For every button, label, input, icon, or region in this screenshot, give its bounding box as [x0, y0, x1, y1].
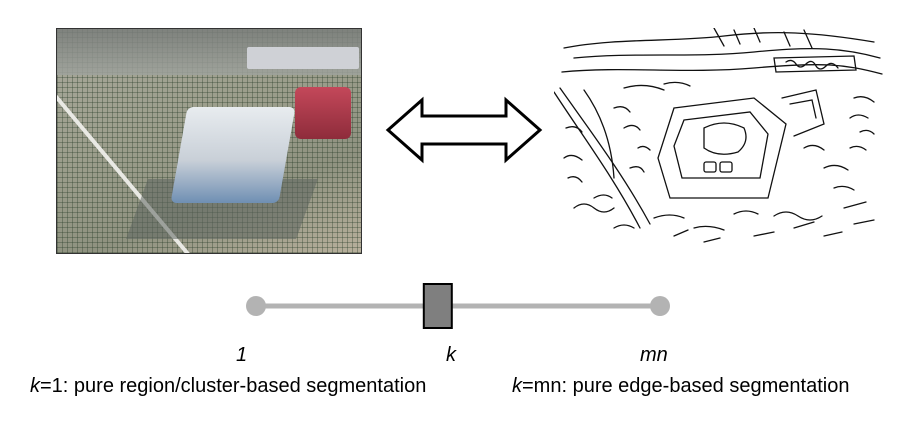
- tick-label-mn: mn: [640, 344, 668, 366]
- white-race-car: [170, 107, 296, 203]
- caption-left-text: =1: pure region/cluster-based segmentati…: [40, 375, 427, 397]
- slider-handle[interactable]: [422, 283, 453, 329]
- caption-right-var: k: [512, 375, 522, 397]
- caption-right-text: =mn: pure edge-based segmentation: [522, 375, 850, 397]
- segmentation-slider[interactable]: [240, 282, 680, 332]
- caption-left-var: k: [30, 375, 40, 397]
- tick-label-one: 1: [236, 344, 248, 366]
- edge-segmentation-image: [554, 28, 883, 243]
- banner-area: [247, 47, 359, 69]
- slider-start-dot: [246, 296, 266, 316]
- caption-edge-based: k=mn: pure edge-based segmentation: [512, 375, 849, 398]
- slider-end-dot: [650, 296, 670, 316]
- region-segmentation-image: [56, 28, 362, 254]
- double-headed-arrow-icon: [385, 96, 543, 164]
- red-car: [295, 87, 351, 139]
- tick-label-k: k: [446, 344, 456, 366]
- caption-region-based: k=1: pure region/cluster-based segmentat…: [30, 375, 426, 398]
